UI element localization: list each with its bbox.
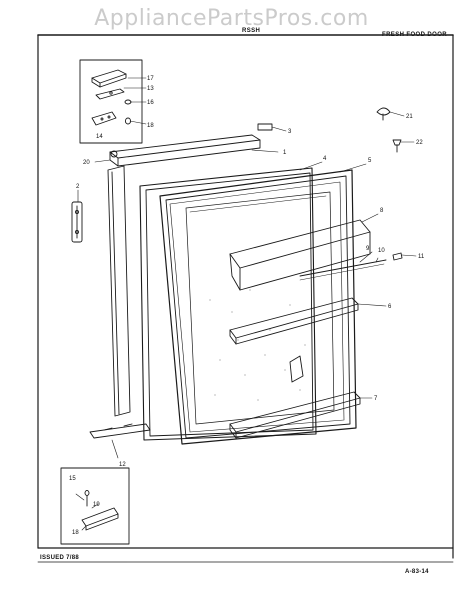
callout-11: 11 xyxy=(418,254,425,260)
watermark: AppliancePartsPros.com xyxy=(94,6,369,31)
callout-18-bottom: 18 xyxy=(72,530,79,536)
retainer-rod-9 xyxy=(299,259,387,277)
bottom-hinge-inset xyxy=(60,467,130,545)
callout-10: 10 xyxy=(378,248,385,254)
callout-22: 22 xyxy=(416,140,423,146)
diagram-reference: A-83-14 xyxy=(405,569,429,575)
retainer-rod-10 xyxy=(299,263,385,281)
top-hinge-inset xyxy=(79,59,143,144)
left-door-liner xyxy=(107,165,131,417)
callout-21: 21 xyxy=(406,114,413,120)
leader-lines xyxy=(75,77,417,531)
callout-19: 19 xyxy=(93,502,100,508)
callout-8: 8 xyxy=(380,208,384,214)
callout-12: 12 xyxy=(119,462,126,468)
callout-15: 15 xyxy=(69,476,76,482)
part-11 xyxy=(392,252,403,261)
callout-14: 14 xyxy=(96,134,103,140)
header-small-label: RSSH xyxy=(242,28,261,34)
door-rail-6 xyxy=(229,297,359,345)
callout-3: 3 xyxy=(288,129,292,135)
callout-2: 2 xyxy=(76,184,80,190)
part-3 xyxy=(257,123,273,131)
issued-date: ISSUED 7/88 xyxy=(40,555,79,561)
part-21-22 xyxy=(376,107,402,153)
callout-13: 13 xyxy=(147,86,154,92)
callout-20: 20 xyxy=(83,160,90,166)
callout-1: 1 xyxy=(283,150,287,156)
inner-door-liner xyxy=(159,169,357,445)
callout-17: 17 xyxy=(147,76,154,82)
callout-9: 9 xyxy=(366,246,370,252)
callout-labels: 17 13 16 14 18 3 21 22 1 20 4 5 2 8 9 10… xyxy=(69,76,425,536)
bottom-hinge-bar xyxy=(89,423,151,439)
callout-5: 5 xyxy=(368,158,372,164)
callout-4: 4 xyxy=(323,156,327,162)
page-frame xyxy=(37,34,454,563)
part-2 xyxy=(71,201,83,243)
door-shelf-8 xyxy=(229,219,371,291)
top-hinge-bar xyxy=(109,134,261,167)
door-front-panel xyxy=(185,191,335,425)
shelf-bracket xyxy=(289,355,304,383)
callout-16: 16 xyxy=(147,100,154,106)
outer-door-panel xyxy=(139,167,317,441)
callout-18-top: 18 xyxy=(147,123,154,129)
callout-7: 7 xyxy=(374,396,378,402)
callout-6: 6 xyxy=(388,304,392,310)
